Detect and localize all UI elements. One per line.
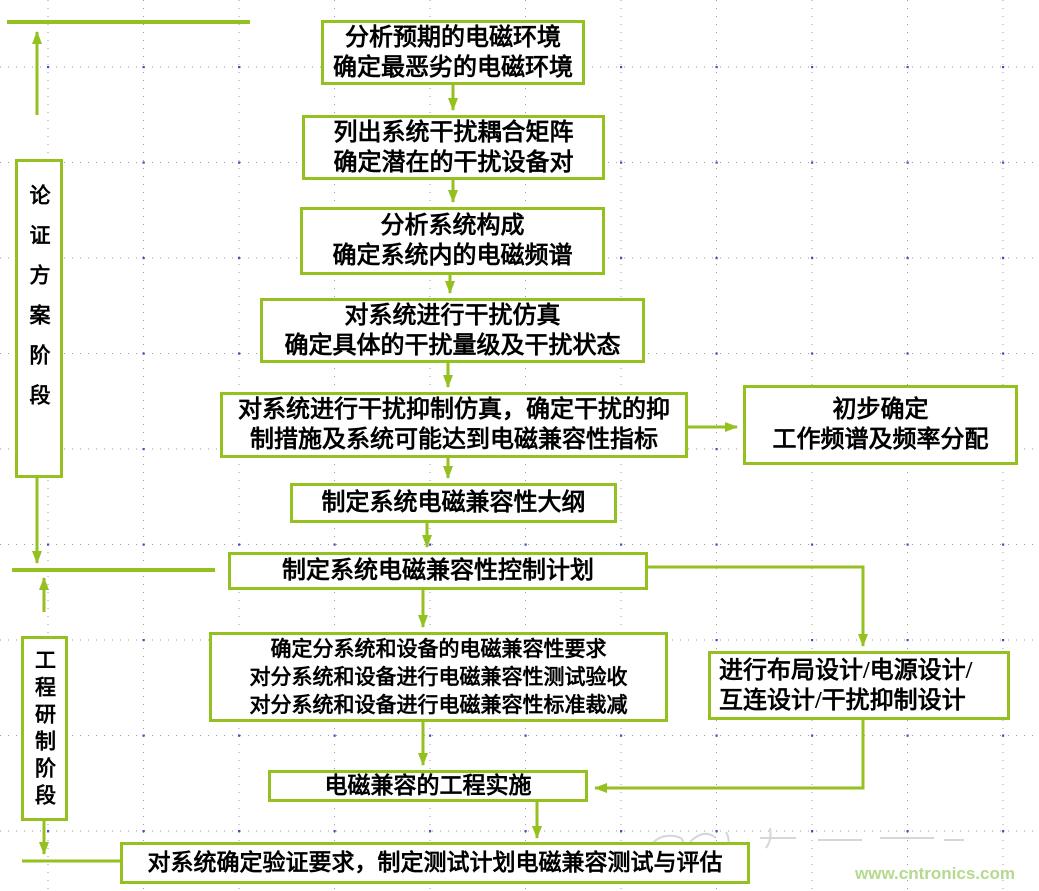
box-suppression-sim-line1: 对系统进行干扰抑制仿真，确定干扰的抑 — [238, 397, 670, 423]
box-subsystem-reqs-line1: 确定分系统和设备的电磁兼容性要求 — [270, 637, 607, 661]
stage-label-engineering: 工程研制阶段 — [21, 636, 68, 821]
box-analyze-env: 分析预期的电磁环境 确定最恶劣的电磁环境 — [321, 20, 585, 85]
box-interference-sim-line1: 对系统进行干扰仿真 — [344, 302, 561, 329]
box-layout-design-line1: 进行布局设计/电源设计/ — [719, 657, 973, 684]
box-subsystem-reqs-line3: 对分系统和设备进行电磁兼容性标准裁减 — [249, 693, 628, 717]
box-analyze-env-line1: 分析预期的电磁环境 — [345, 24, 561, 51]
box-interference-sim: 对系统进行干扰仿真 确定具体的干扰量级及干扰状态 — [260, 298, 645, 363]
box-preliminary-freq-line1: 初步确定 — [832, 397, 929, 423]
box-preliminary-freq-line2: 工作频谱及频率分配 — [772, 427, 989, 453]
box-suppression-sim-line2: 制措施及系统可能达到电磁兼容性指标 — [250, 427, 658, 453]
arrow-layout-to-implementation — [594, 720, 865, 793]
box-system-composition: 分析系统构成 确定系统内的电磁频谱 — [300, 207, 605, 275]
box-emc-control-plan-line1: 制定系统电磁兼容性控制计划 — [282, 558, 594, 584]
box-coupling-matrix-line1: 列出系统干扰耦合矩阵 — [333, 119, 574, 146]
box-system-composition-line2: 确定系统内的电磁频谱 — [332, 243, 573, 269]
box-verification: 对系统确定验证要求，制定测试计划电磁兼容测试与评估 — [120, 842, 750, 884]
box-emc-outline-line1: 制定系统电磁兼容性大纲 — [321, 490, 586, 516]
box-suppression-sim: 对系统进行干扰抑制仿真，确定干扰的抑 制措施及系统可能达到电磁兼容性指标 — [220, 392, 688, 458]
stage-engineering-text: 工程研制阶段 — [32, 649, 57, 811]
box-emc-control-plan: 制定系统电磁兼容性控制计划 — [228, 552, 648, 590]
stage-demonstration-text: 论证方案阶段 — [27, 184, 51, 424]
box-layout-design: 进行布局设计/电源设计/ 互连设计/干扰抑制设计 — [708, 651, 1010, 720]
stage-label-demonstration: 论证方案阶段 — [15, 159, 63, 478]
site-watermark: www.cntronics.com — [855, 864, 1015, 883]
box-preliminary-freq: 初步确定 工作频谱及频率分配 — [743, 385, 1018, 465]
faint-watermark-marks — [647, 827, 964, 856]
box-subsystem-reqs-line2: 对分系统和设备进行电磁兼容性测试验收 — [249, 665, 628, 689]
box-emc-outline: 制定系统电磁兼容性大纲 — [290, 483, 617, 523]
arrow-plan-to-layout — [648, 565, 868, 647]
box-coupling-matrix: 列出系统干扰耦合矩阵 确定潜在的干扰设备对 — [302, 115, 605, 180]
box-system-composition-line1: 分析系统构成 — [380, 213, 525, 239]
box-analyze-env-line2: 确定最恶劣的电磁环境 — [333, 54, 573, 81]
box-verification-line1: 对系统确定验证要求，制定测试计划电磁兼容测试与评估 — [147, 850, 723, 875]
box-coupling-matrix-line2: 确定潜在的干扰设备对 — [333, 149, 574, 176]
box-layout-design-line2: 互连设计/干扰抑制设计 — [719, 687, 966, 714]
box-subsystem-reqs: 确定分系统和设备的电磁兼容性要求 对分系统和设备进行电磁兼容性测试验收 对分系统… — [209, 632, 668, 722]
box-emc-implementation: 电磁兼容的工程实施 — [268, 770, 588, 802]
box-interference-sim-line2: 确定具体的干扰量级及干扰状态 — [284, 332, 621, 359]
box-emc-implementation-line1: 电磁兼容的工程实施 — [324, 773, 532, 798]
